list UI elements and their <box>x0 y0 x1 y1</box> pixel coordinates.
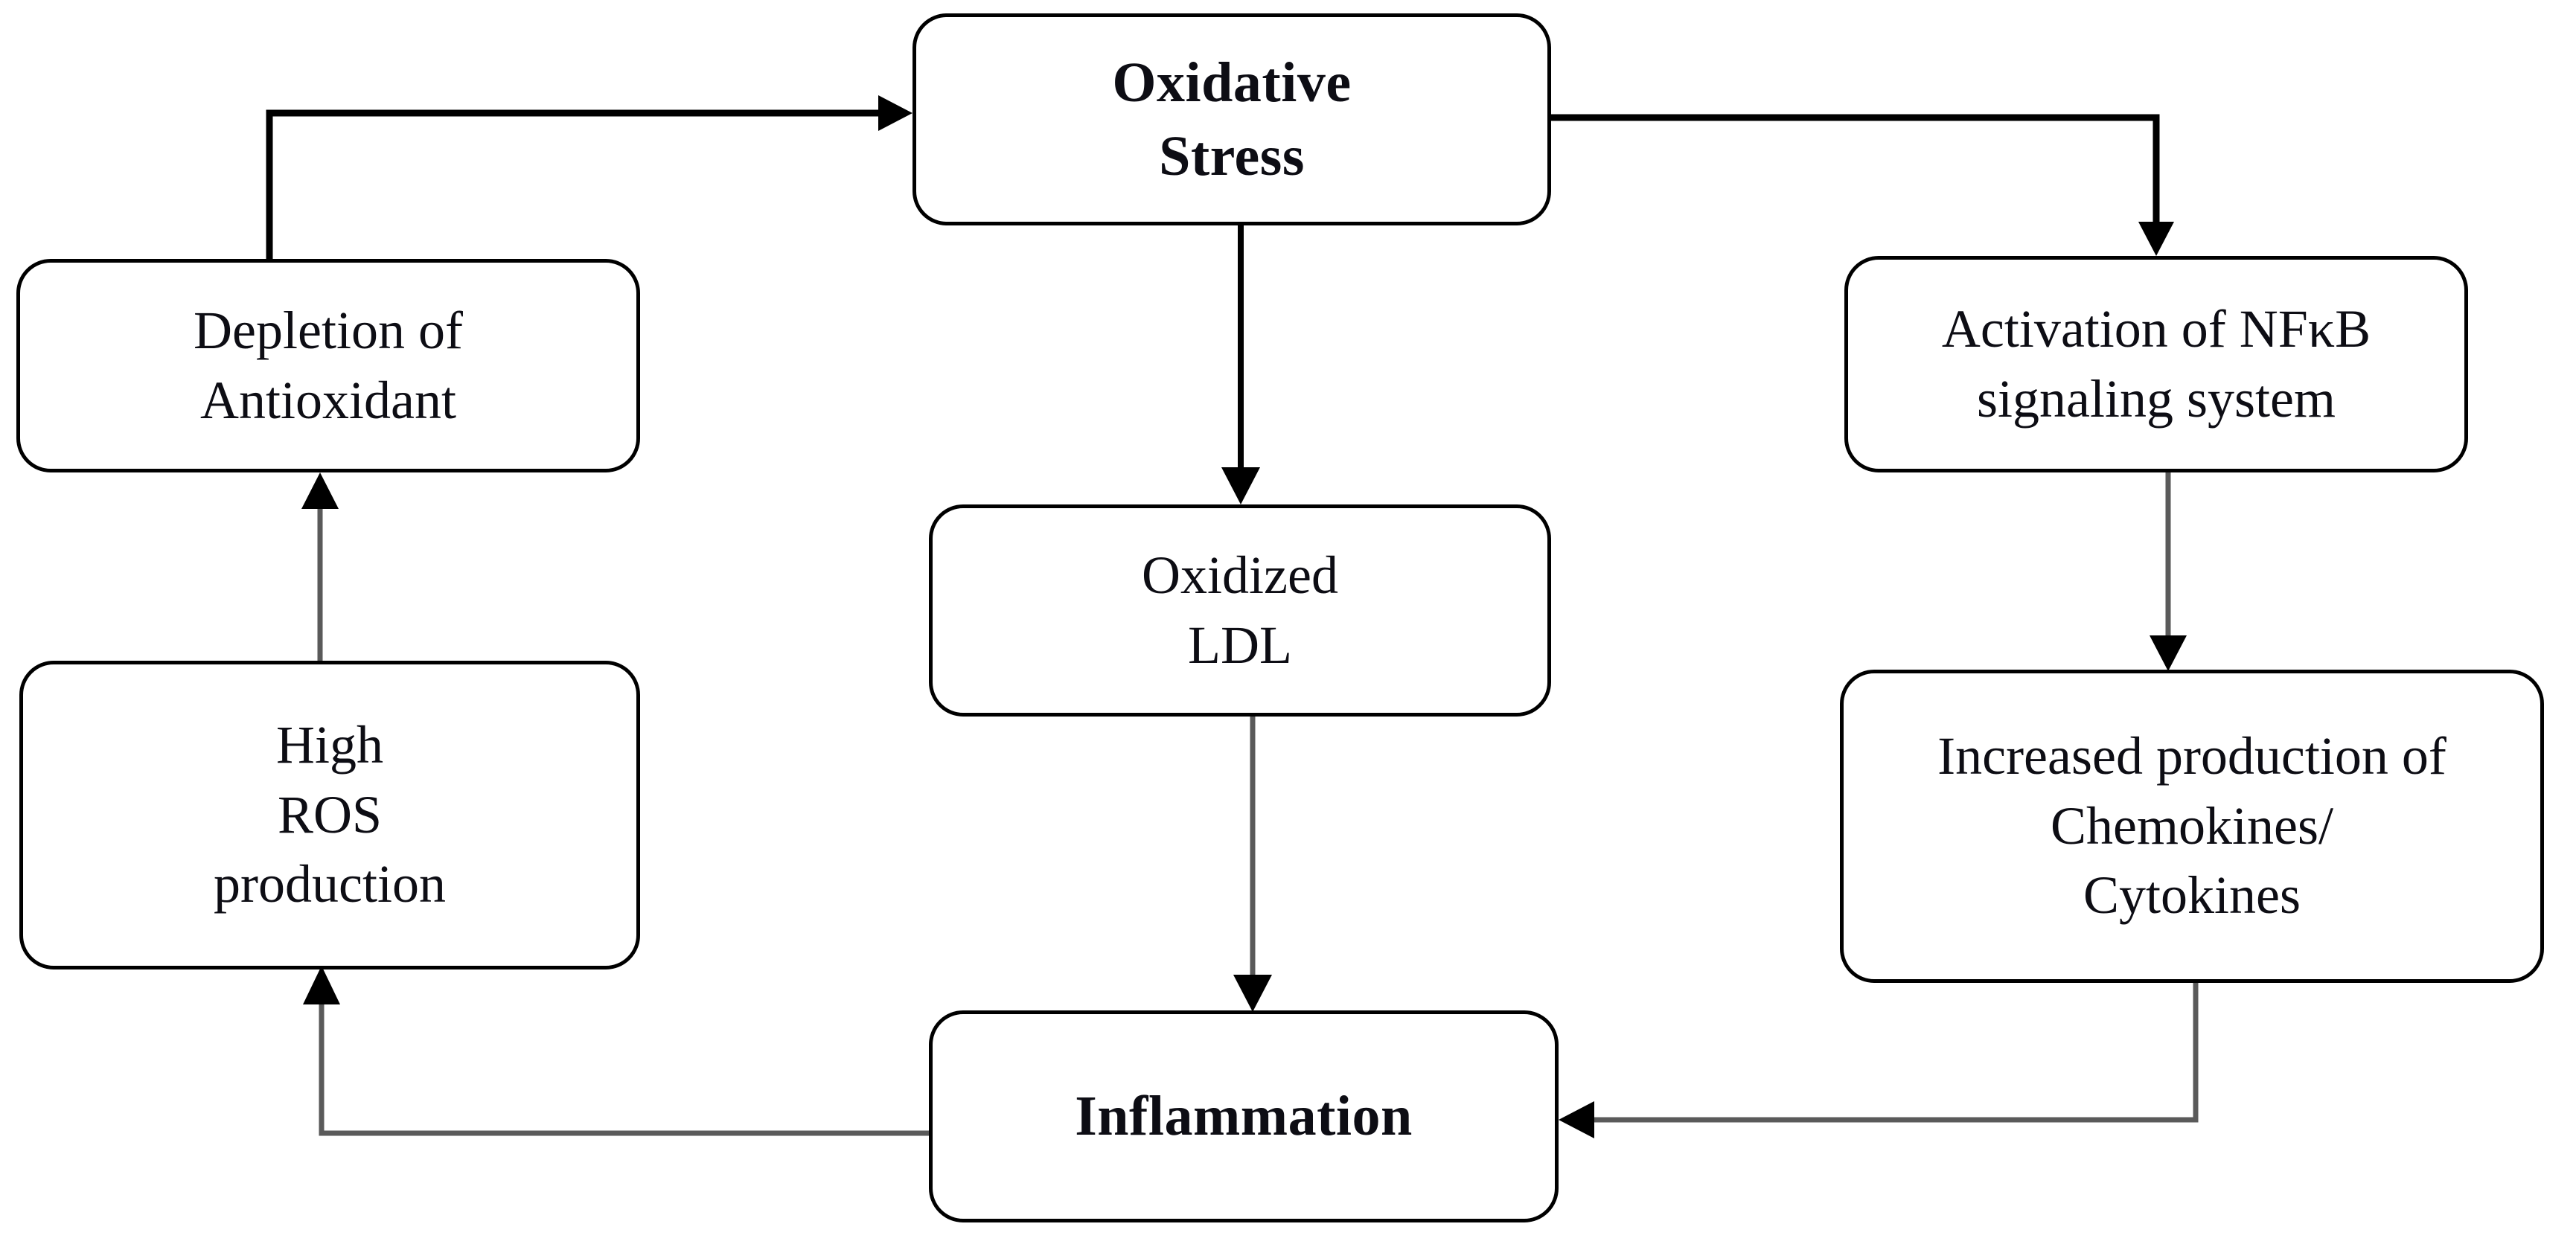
node-nfkb-line-2: signaling system <box>1977 368 2336 429</box>
node-inflammation[interactable]: Inflammation <box>929 1010 1559 1222</box>
node-depletion-line-2: Antioxidant <box>200 370 456 430</box>
node-oxidized-ldl-line-2: LDL <box>1188 615 1292 675</box>
node-high-ros-line-3: production <box>214 854 446 914</box>
node-high-ros-production[interactable]: High ROS production <box>19 661 640 969</box>
node-chemokines-line-3: Cytokines <box>2083 865 2301 926</box>
edge-oxidized-ldl-to-inflammation <box>1233 717 1272 1012</box>
node-oxidative-stress[interactable]: Oxidative Stress <box>913 13 1551 225</box>
edge-inflammation-to-high-ros <box>303 966 929 1136</box>
edge-chemokines-to-inflammation <box>1559 983 2199 1138</box>
node-activation-of-nfkb[interactable]: Activation of NFκB signaling system <box>1844 256 2468 472</box>
node-depletion-line-1: Depletion of <box>194 300 463 360</box>
node-oxidative-stress-line-2: Stress <box>1159 124 1305 188</box>
edge-oxidative-stress-to-nfkb <box>1551 114 2174 256</box>
edge-nfkb-to-chemokines <box>2150 472 2187 671</box>
node-oxidative-stress-line-1: Oxidative <box>1112 51 1352 114</box>
node-oxidized-ldl[interactable]: Oxidized LDL <box>929 504 1551 717</box>
edge-high-ros-to-depletion <box>301 472 339 661</box>
node-chemokines-line-2: Chemokines/ <box>2051 795 2333 856</box>
node-oxidized-ldl-line-1: Oxidized <box>1142 545 1338 605</box>
node-inflammation-line-1: Inflammation <box>1075 1085 1413 1148</box>
node-increased-production-chemokines[interactable]: Increased production of Chemokines/ Cyto… <box>1840 670 2544 983</box>
node-high-ros-line-1: High <box>276 715 383 775</box>
node-chemokines-line-1: Increased production of <box>1937 726 2446 786</box>
edge-oxidative-stress-to-oxidized-ldl <box>1221 225 1260 504</box>
edge-depletion-to-oxidative-stress <box>266 95 913 259</box>
node-high-ros-line-2: ROS <box>277 784 383 844</box>
node-depletion-of-antioxidant[interactable]: Depletion of Antioxidant <box>16 259 640 472</box>
node-nfkb-line-1: Activation of NFκB <box>1941 298 2371 359</box>
